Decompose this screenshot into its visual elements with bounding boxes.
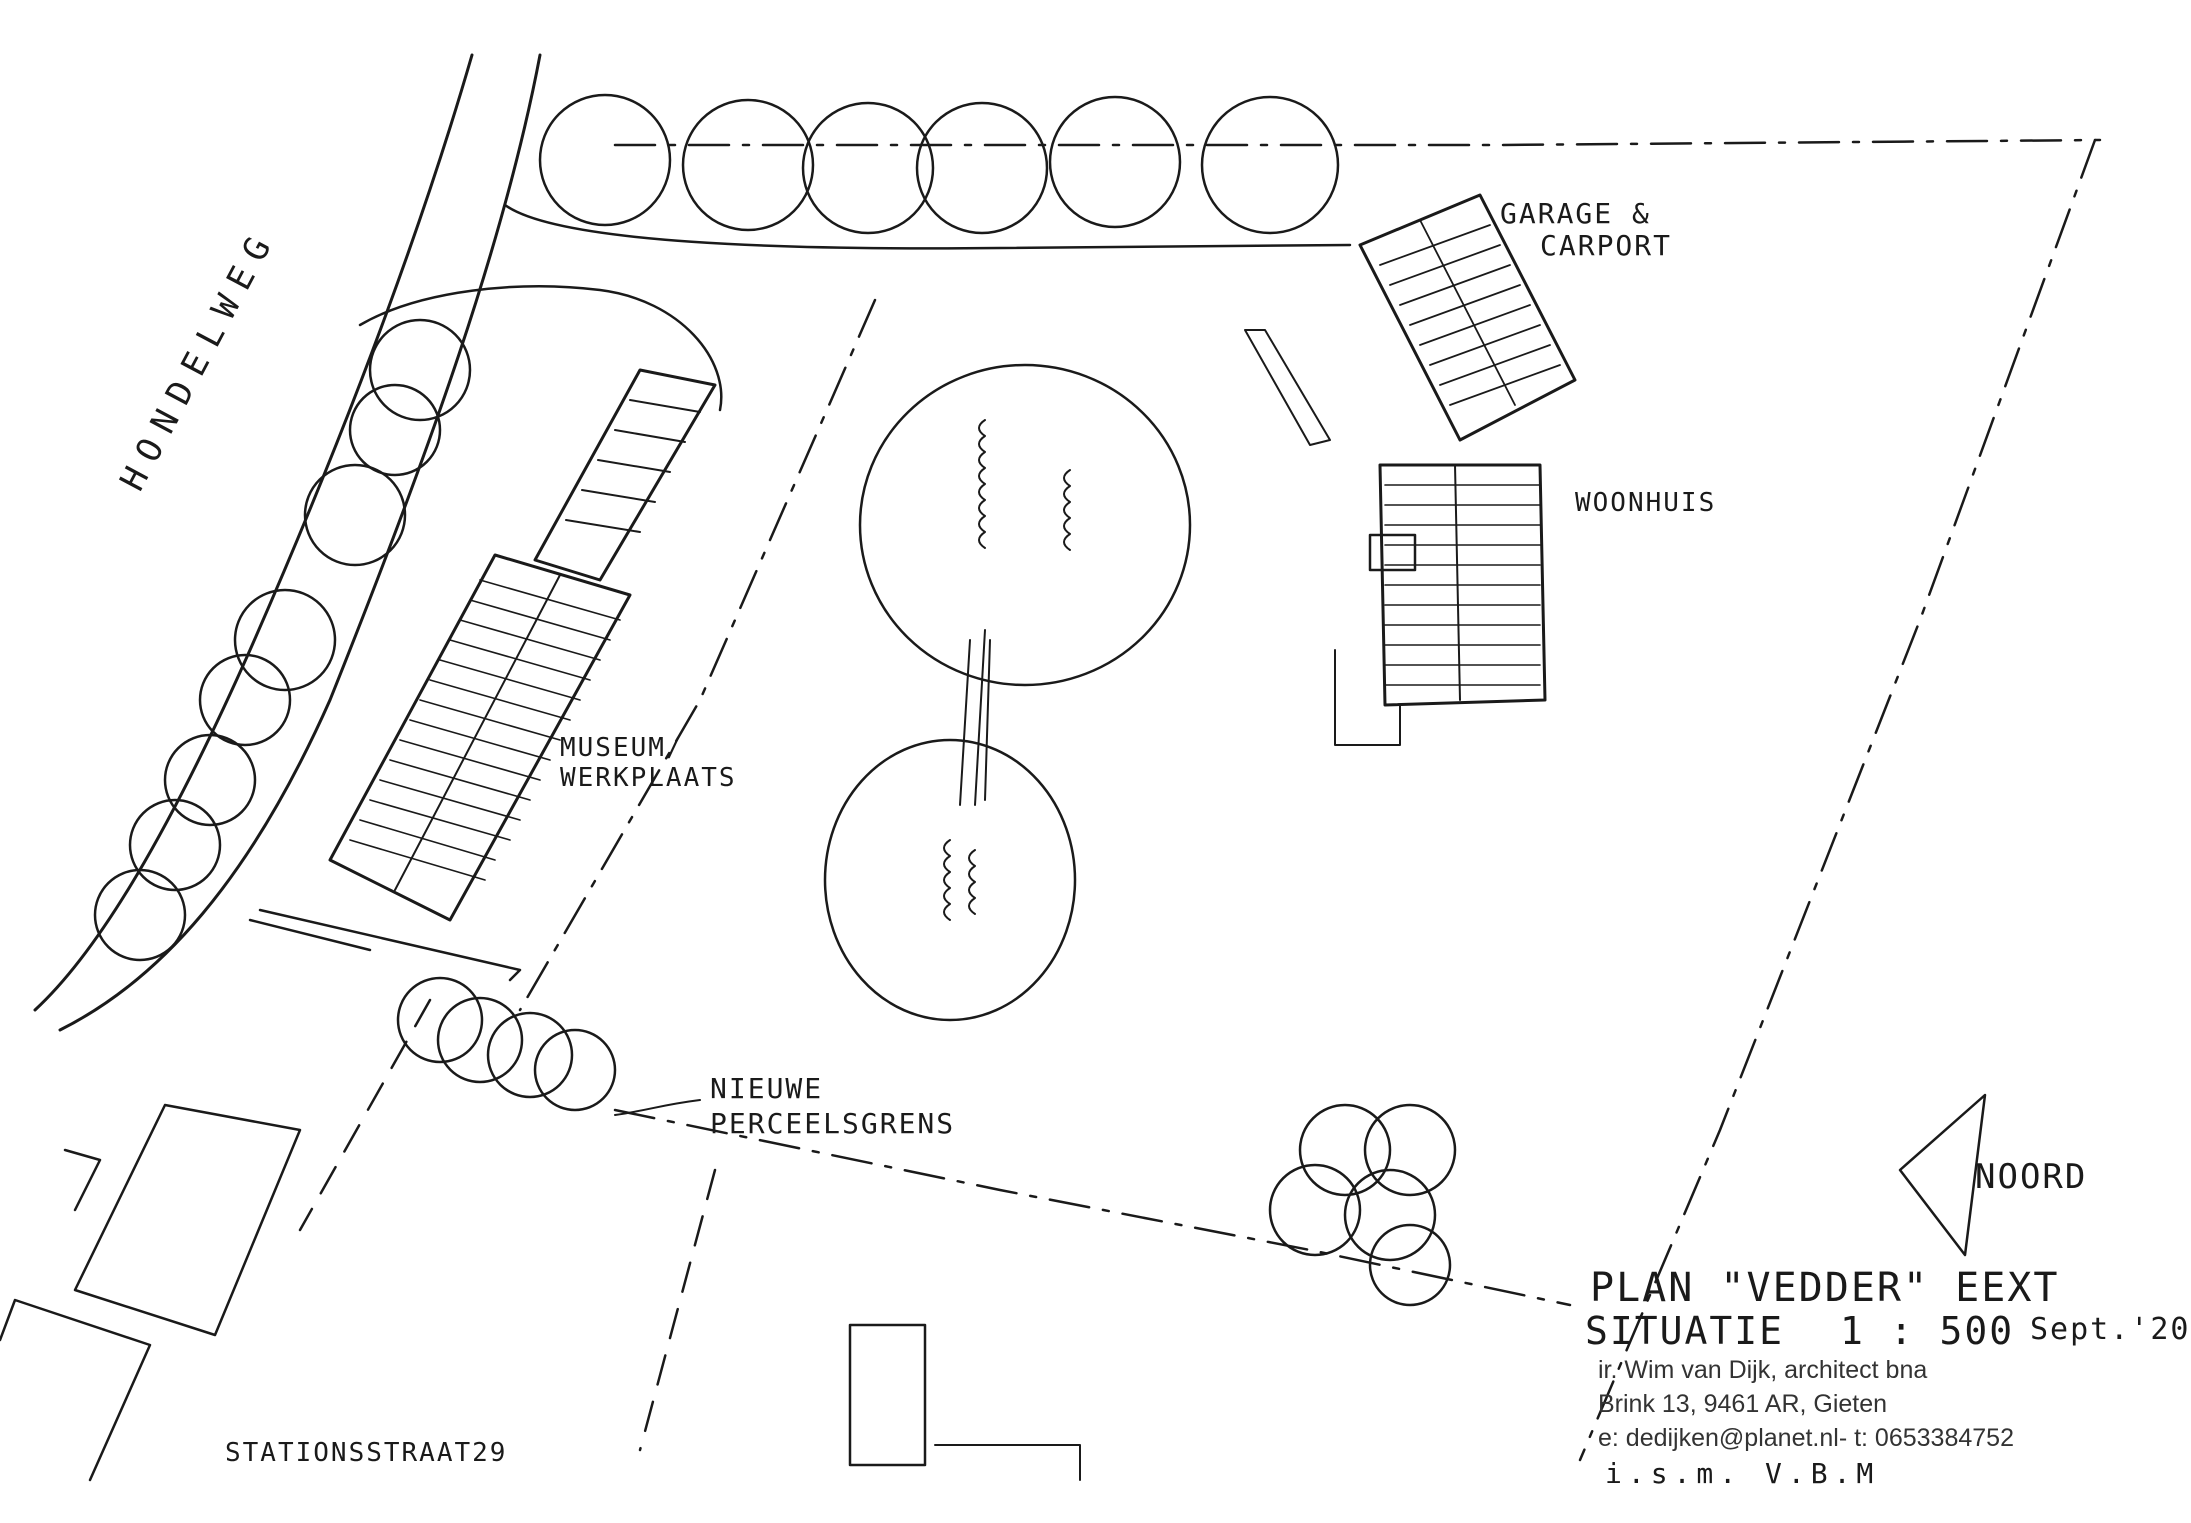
pond-south	[823, 738, 1077, 1022]
road-edge-west	[33, 53, 474, 1012]
museum-label-line-2: WERKPLAATS	[560, 763, 737, 793]
boundary-label-line-2: PERCEELSGRENS	[710, 1107, 956, 1140]
north-label: NOORD	[1975, 1157, 2088, 1197]
situation-label: SITUATIE	[1585, 1309, 1785, 1353]
plan-title: PLAN "VEDDER" EEXT	[1590, 1265, 2060, 1311]
north-boundary-line	[613, 138, 2102, 147]
partner-label: i.s.m. V.B.M	[1605, 1457, 1880, 1490]
road-tree-row	[93, 285, 723, 962]
boundary-leader-line	[614, 1099, 701, 1116]
west-boundary-line	[518, 298, 877, 1012]
woonhuis-building	[1334, 463, 1547, 746]
boundary-tree-group	[396, 976, 617, 1112]
scale-label: 1 : 500	[1840, 1309, 2015, 1353]
central-path	[959, 629, 991, 806]
garage-label-line-1: GARAGE &	[1500, 197, 1651, 230]
museum-building	[248, 368, 717, 982]
architect-contact: e: dedijken@planet.nl- t: 0653384752	[1598, 1424, 2014, 1452]
parcel-dashed-lines	[298, 998, 717, 1452]
museum-label-line-1: MUSEUM/	[560, 733, 684, 763]
east-boundary-line	[1578, 138, 2097, 1462]
boundary-label-line-1: NIEUWE	[710, 1072, 824, 1105]
garage-label-line-2: CARPORT	[1540, 229, 1673, 262]
woonhuis-label: WOONHUIS	[1575, 488, 1717, 518]
planting-marks	[943, 419, 1071, 921]
north-arrow	[1898, 1093, 1987, 1257]
neighbour-buildings	[0, 1103, 1081, 1482]
pond-north	[858, 363, 1192, 687]
garage-carport-building	[1244, 193, 1577, 446]
neighbour-address-label: STATIONSSTRAAT29	[225, 1438, 508, 1468]
north-tree-row	[503, 93, 1352, 250]
south-boundary-line	[613, 1108, 1572, 1307]
date-label: Sept.'20	[2030, 1312, 2191, 1347]
architect-name: ir. Wim van Dijk, architect bna	[1598, 1356, 1928, 1384]
road-edge-east	[58, 53, 542, 1032]
southeast-tree-cluster	[1268, 1103, 1457, 1307]
architect-address: Brink 13, 9461 AR, Gieten	[1598, 1390, 1888, 1418]
